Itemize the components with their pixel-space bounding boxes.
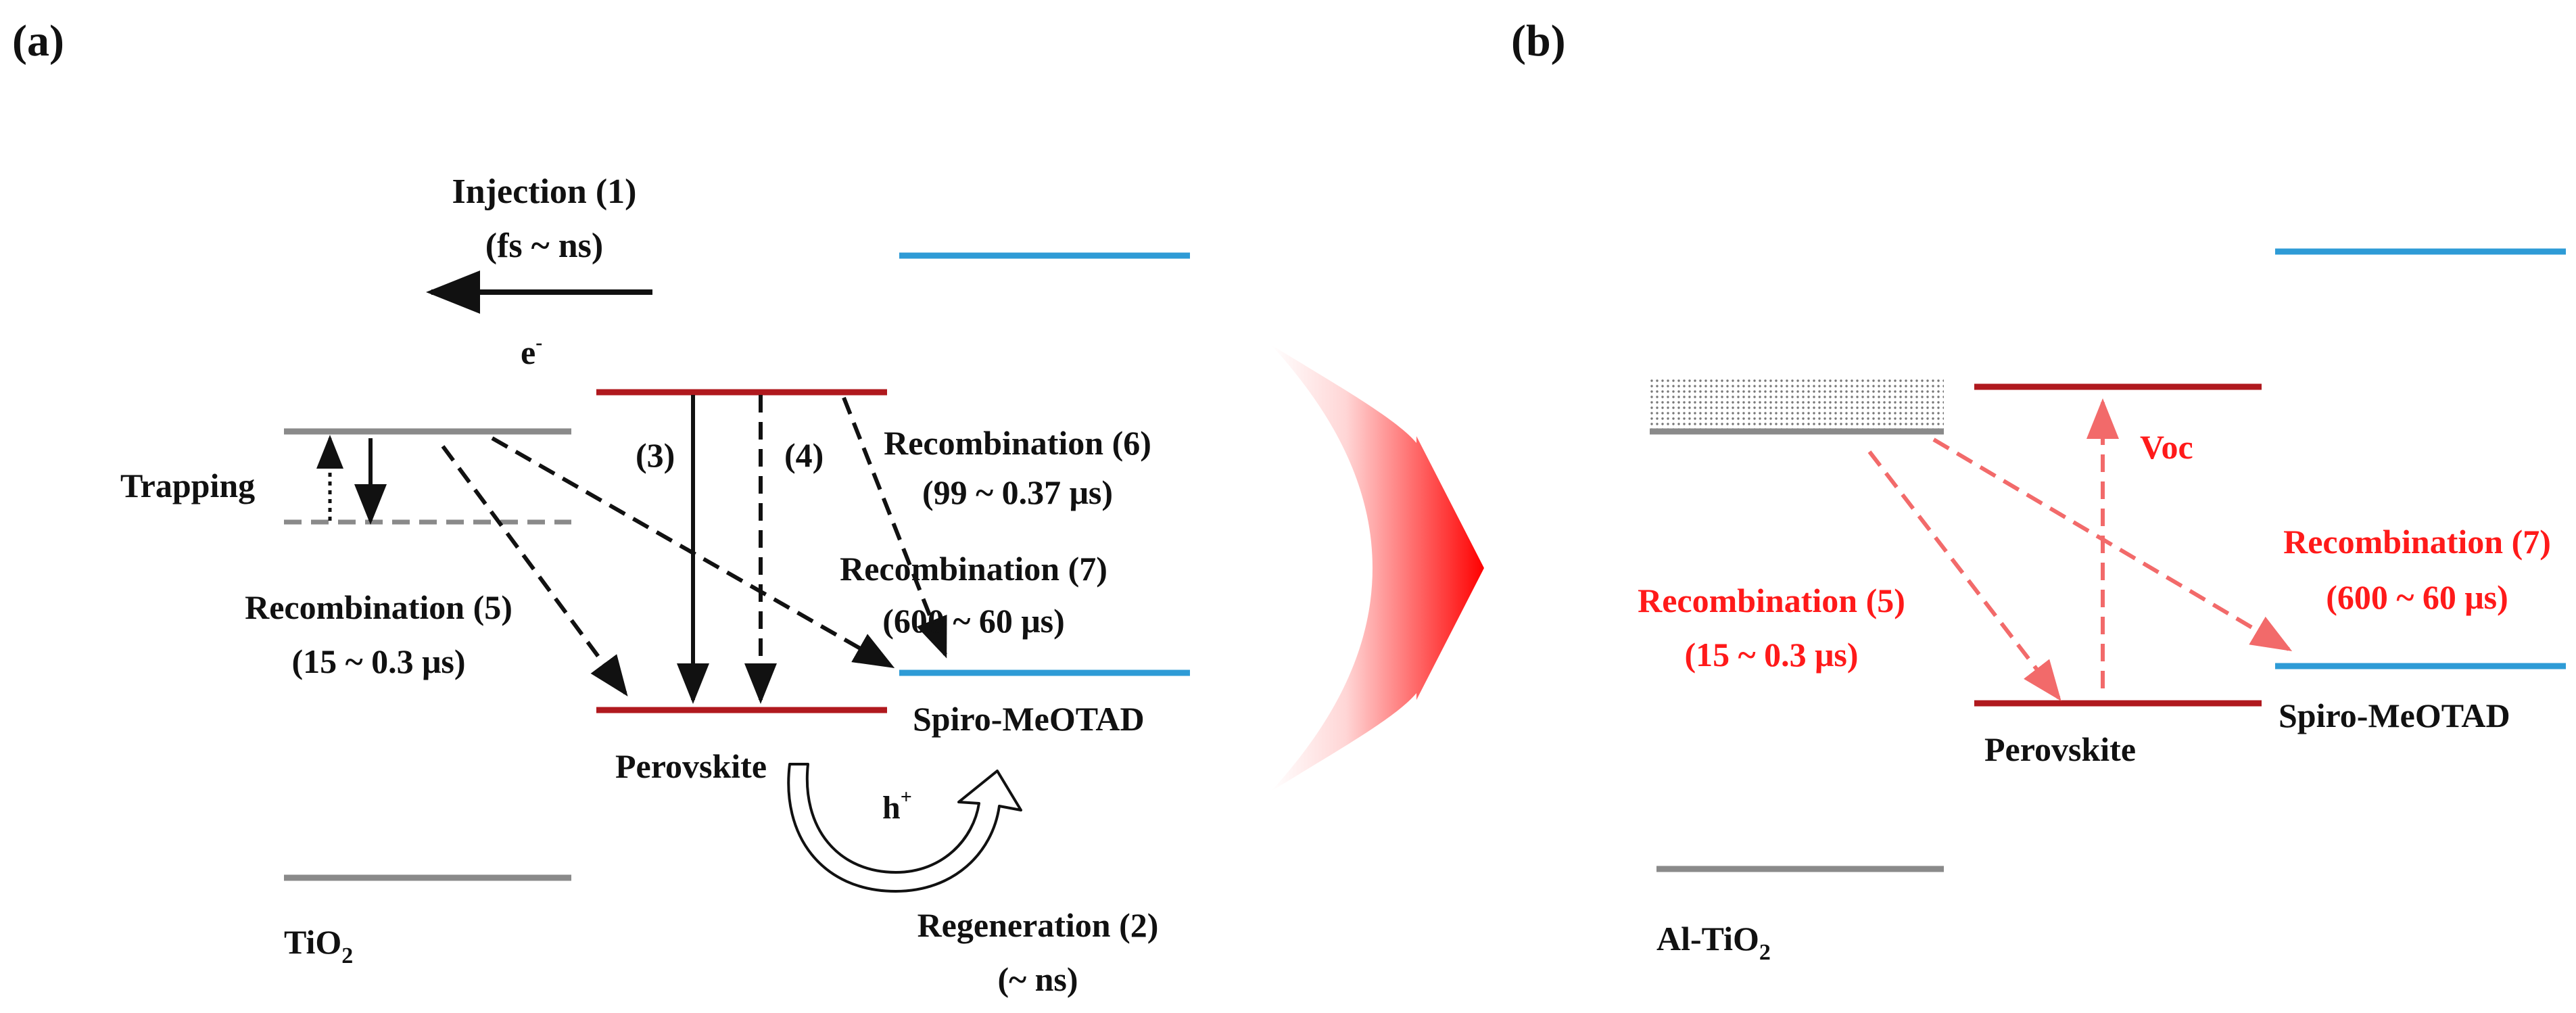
perovskite-label: Perovskite bbox=[615, 747, 767, 785]
regeneration-time: (~ ns) bbox=[997, 960, 1078, 998]
recombination-6-time: (99 ~ 0.37 μs) bbox=[922, 473, 1113, 511]
perovskite-b-label: Perovskite bbox=[1984, 730, 2136, 768]
regeneration-title: Regeneration (2) bbox=[917, 906, 1159, 944]
voc-label: Voc bbox=[2140, 428, 2193, 466]
tio2-label: TiO2 bbox=[284, 923, 353, 968]
recombination-7-b-time: (600 ~ 60 μs) bbox=[2326, 578, 2508, 616]
panel-a: (a) Injection (1) (fs ~ ns) e- Trapping … bbox=[12, 16, 1190, 998]
recombination-5-title: Recombination (5) bbox=[245, 588, 512, 626]
panel-b: (b) Al-TiO2 Perovskite Voc Spiro-MeOTAD … bbox=[1511, 16, 2566, 965]
recombination-7-b-arrow bbox=[1932, 438, 2293, 652]
panel-b-label: (b) bbox=[1511, 16, 1566, 66]
spiro-b-label: Spiro-MeOTAD bbox=[2279, 697, 2510, 734]
injection-time: (fs ~ ns) bbox=[485, 227, 603, 265]
red-arrow-icon bbox=[1271, 345, 1484, 791]
altio2-label: Al-TiO2 bbox=[1656, 920, 1771, 965]
trapping-label: Trapping bbox=[120, 467, 255, 504]
recombination-7-title: Recombination (7) bbox=[840, 550, 1107, 588]
recombination-5-b-time: (15 ~ 0.3 μs) bbox=[1684, 636, 1858, 674]
recombination-7-arrow bbox=[491, 436, 895, 668]
recombination-5-b-arrow bbox=[1867, 450, 2061, 701]
electron-label: e- bbox=[521, 331, 542, 371]
recombination-7-time: (600 ~ 60 μs) bbox=[882, 602, 1065, 640]
recombination-5-arrow bbox=[441, 445, 628, 697]
step-4-label: (4) bbox=[784, 436, 824, 474]
recombination-7-b-title: Recombination (7) bbox=[2283, 523, 2551, 561]
altio2-trap-states bbox=[1650, 379, 1944, 429]
injection-title: Injection (1) bbox=[452, 172, 637, 211]
recombination-5-time: (15 ~ 0.3 μs) bbox=[291, 642, 465, 680]
recombination-6-title: Recombination (6) bbox=[884, 424, 1151, 462]
recombination-5-b-title: Recombination (5) bbox=[1638, 582, 1905, 619]
step-3-label: (3) bbox=[636, 436, 675, 474]
hole-transfer-arrow-icon bbox=[787, 763, 1022, 893]
hole-label: h+ bbox=[882, 786, 912, 826]
panel-a-label: (a) bbox=[12, 16, 64, 66]
recombination-6-arrow bbox=[842, 396, 947, 659]
spiro-label: Spiro-MeOTAD bbox=[913, 700, 1145, 738]
